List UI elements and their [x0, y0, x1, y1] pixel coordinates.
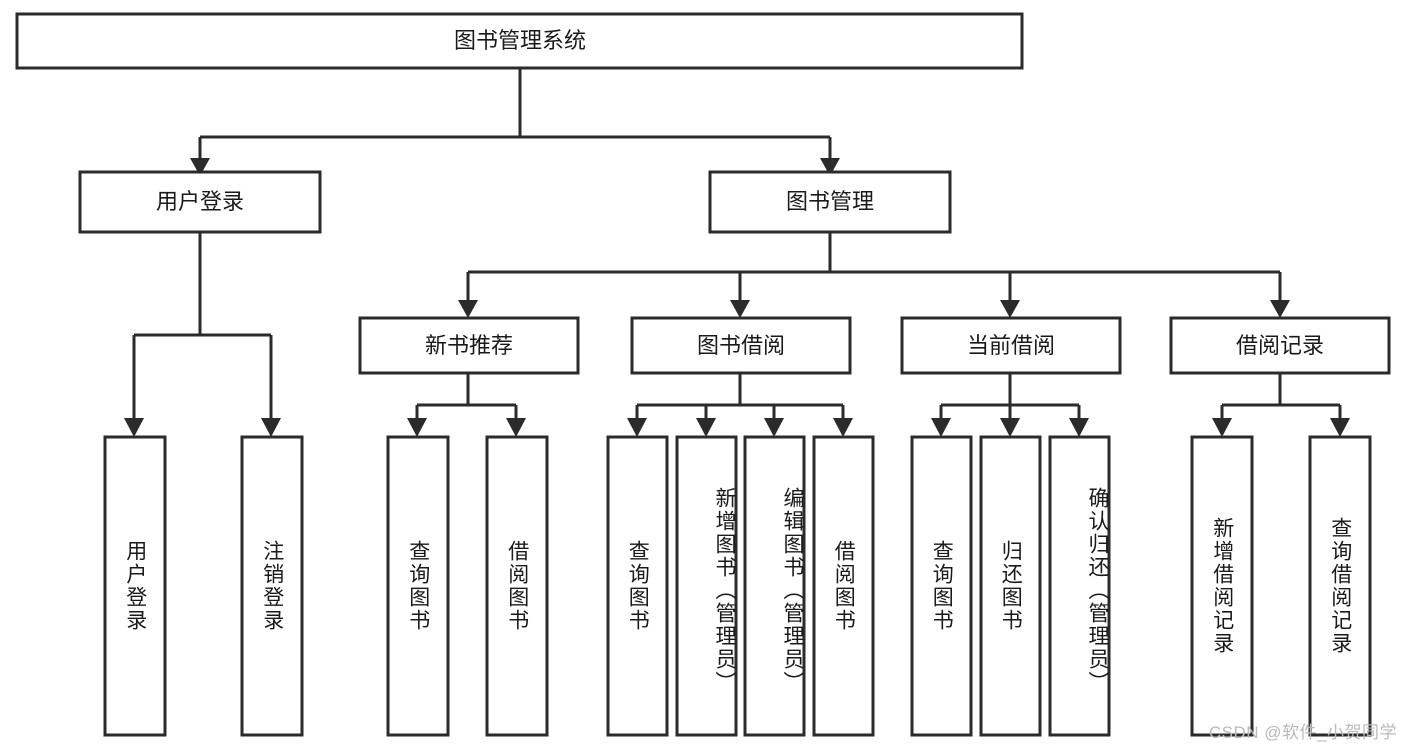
arrowhead-cb-leaf-3	[1069, 418, 1089, 437]
node-label-user-login: 用户登录	[156, 189, 244, 214]
node-box-user-login[interactable]	[78, 170, 322, 234]
arrowhead-user-login	[190, 158, 210, 176]
node-box-leaf-bb-4[interactable]	[812, 435, 875, 737]
node-box-borrow-record[interactable]	[1169, 316, 1391, 375]
arrowhead-current-borrow	[1000, 300, 1020, 318]
connector-group-book-borrow	[627, 373, 853, 437]
connector-group-current-borrow	[931, 373, 1089, 437]
arrowhead-new-book-recommend	[458, 300, 478, 318]
arrowhead-bb-leaf-1	[627, 418, 647, 437]
node-box-leaf-br-2[interactable]	[1308, 435, 1372, 737]
arrowhead-leaf-user-login-2	[261, 418, 281, 437]
node-box-leaf-bb-2[interactable]	[675, 435, 738, 737]
arrowhead-bb-leaf-3	[764, 418, 784, 437]
node-box-root[interactable]	[15, 12, 1024, 70]
node-label-new-book-recommend: 新书推荐	[425, 333, 513, 358]
node-box-leaf-cb-2[interactable]	[979, 435, 1042, 737]
node-box-leaf-cb-3[interactable]	[1048, 435, 1111, 737]
arrowhead-bb-leaf-2	[696, 418, 716, 437]
arrowhead-bb-leaf-4	[833, 418, 853, 437]
node-borrow-record[interactable]: 借阅记录	[1169, 316, 1391, 375]
connector-group-user-login	[124, 232, 281, 437]
node-box-leaf-cb-1[interactable]	[910, 435, 973, 737]
node-book-borrow[interactable]: 图书借阅	[630, 316, 852, 375]
node-box-leaf-bb-1[interactable]	[606, 435, 669, 737]
node-label-root: 图书管理系统	[454, 28, 586, 53]
node-user-login[interactable]: 用户登录	[78, 170, 322, 234]
arrowhead-br-leaf-1	[1212, 418, 1232, 437]
node-box-leaf-user-login-1[interactable]	[103, 435, 167, 737]
node-new-book-recommend[interactable]: 新书推荐	[358, 316, 580, 375]
node-box-leaf-br-1[interactable]	[1190, 435, 1254, 737]
arrowhead-book-borrow	[730, 300, 750, 318]
node-current-borrow[interactable]: 当前借阅	[900, 316, 1122, 375]
arrowhead-br-leaf-2	[1330, 418, 1350, 437]
node-box-book-borrow[interactable]	[630, 316, 852, 375]
connector-group-new-book-recommend	[407, 373, 526, 437]
node-box-current-borrow[interactable]	[900, 316, 1122, 375]
node-box-leaf-user-login-2[interactable]	[240, 435, 304, 737]
csdn-watermark: CSDN @软件_小贺同学	[1208, 723, 1397, 742]
arrowhead-leaf-user-login-1	[124, 418, 144, 437]
node-book-manage[interactable]: 图书管理	[708, 170, 952, 234]
node-root[interactable]: 图书管理系统	[15, 12, 1024, 70]
node-label-borrow-record: 借阅记录	[1236, 333, 1324, 358]
connector-group-book-manage	[458, 232, 1290, 318]
connector-group-borrow-record	[1212, 373, 1350, 437]
node-label-current-borrow: 当前借阅	[967, 333, 1055, 358]
node-box-new-book-recommend[interactable]	[358, 316, 580, 375]
arrowhead-book-manage	[820, 158, 840, 176]
node-box-leaf-bb-3[interactable]	[743, 435, 806, 737]
arrowhead-cb-leaf-1	[931, 418, 951, 437]
arrowhead-cb-leaf-2	[1000, 418, 1020, 437]
arrowhead-nbr-leaf-2	[506, 418, 526, 437]
node-box-leaf-nbr-2[interactable]	[485, 435, 549, 737]
node-box-book-manage[interactable]	[708, 170, 952, 234]
connector-group-root	[190, 68, 840, 176]
node-label-book-manage: 图书管理	[786, 189, 874, 214]
node-label-book-borrow: 图书借阅	[697, 333, 785, 358]
arrowhead-borrow-record	[1270, 300, 1290, 318]
node-box-leaf-nbr-1[interactable]	[386, 435, 450, 737]
arrowhead-nbr-leaf-1	[407, 418, 427, 437]
